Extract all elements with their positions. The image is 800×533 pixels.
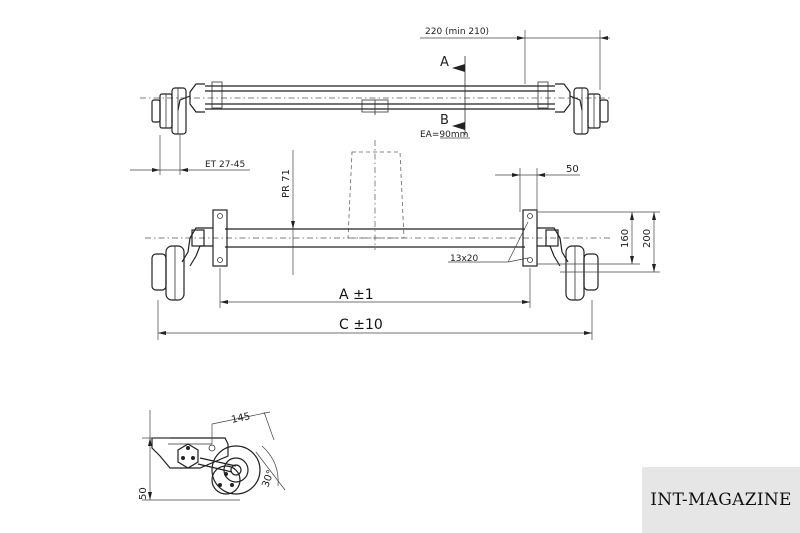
watermark-badge: INT-MAGAZINE (642, 467, 800, 533)
dim-145: 145 (230, 411, 251, 426)
dim-50-side: 50 (138, 487, 149, 500)
front-view: PR 71 50 160 200 13x20 A ±1 C ±10 (145, 140, 660, 340)
side-view: 145 50 30° (138, 410, 286, 501)
top-view: 220 (min 210) A B EA=90mm ET 27-45 (130, 27, 610, 175)
dim-200: 200 (642, 229, 653, 248)
dim-160: 160 (620, 229, 631, 248)
dim-50-front: 50 (566, 164, 579, 175)
dim-pr: PR 71 (281, 169, 292, 198)
section-label-b: B (440, 113, 449, 128)
dim-bolt: 13x20 (450, 254, 479, 264)
section-label-a: A (440, 55, 449, 70)
dim-a: A ±1 (339, 287, 374, 303)
dim-et: ET 27-45 (205, 160, 245, 170)
dim-c: C ±10 (339, 317, 383, 333)
dim-angle: 30° (260, 469, 276, 489)
dim-track-offset: 220 (min 210) (425, 27, 489, 37)
dim-ea: EA=90mm (420, 130, 468, 140)
watermark-text: INT-MAGAZINE (650, 490, 792, 510)
